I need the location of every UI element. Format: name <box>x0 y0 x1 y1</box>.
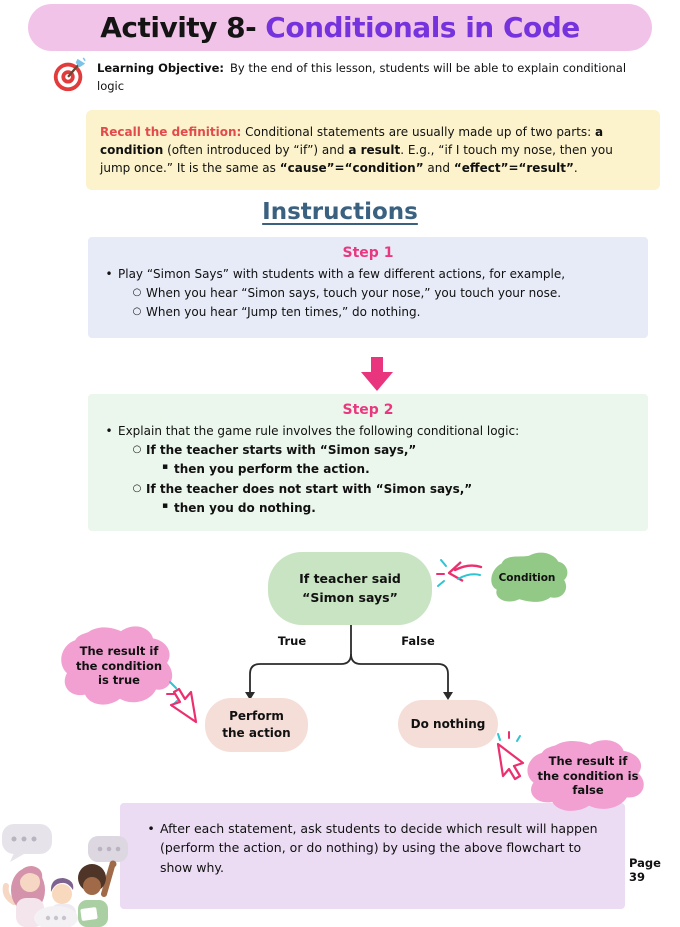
false-annotation-blob: The result if the condition is false <box>524 738 652 814</box>
target-icon <box>53 57 86 92</box>
recall-text: . E.g., “if I touch my nose, then you ju… <box>100 143 613 175</box>
step1-bullet: • Play “Simon Says” with students with a… <box>100 265 648 284</box>
recall-bold-result: a result <box>348 143 401 157</box>
recall-bold-cause: “cause”=“condition” <box>279 161 424 175</box>
instructions-heading: Instructions <box>262 199 418 225</box>
step1-label: Step 1 <box>342 245 394 261</box>
bullet-circle-icon: ○ <box>132 444 142 456</box>
learning-objective-text: Learning Objective:By the end of this le… <box>97 56 650 96</box>
bullet-square-icon: ▪ <box>161 462 169 473</box>
recall-bold-effect: “effect”=“result” <box>453 161 574 175</box>
bullet-square-icon: ▪ <box>161 500 169 511</box>
title-banner: Activity 8- Conditionals in Code <box>28 4 652 51</box>
closing-note: • After each statement, ask students to … <box>142 819 609 877</box>
down-arrow-icon <box>361 357 393 391</box>
step2-sub-bullet: ○ If the teacher does not start with “Si… <box>128 480 648 499</box>
step1-box: Step 1 • Play “Simon Says” with students… <box>88 237 648 338</box>
page-title-accent: Conditionals in Code <box>265 11 580 44</box>
bullet-circle-icon: ○ <box>132 287 142 299</box>
condition-tag: Condition <box>498 572 556 584</box>
sketch-arrow-icon <box>436 559 483 587</box>
blob-shape <box>61 626 173 705</box>
learning-objective: Learning Objective:By the end of this le… <box>50 56 650 96</box>
closing-note-box: • After each statement, ask students to … <box>120 803 625 909</box>
learning-objective-body: By the end of this lesson, students will… <box>97 61 627 93</box>
step2-bullet: • Explain that the game rule involves th… <box>100 422 648 441</box>
conditional-flowchart: If teacher said “Simon says” Condition T… <box>0 540 680 815</box>
blob-shape <box>491 552 568 602</box>
step2-sub-sub-bullet: ▪ then you perform the action. <box>156 460 648 479</box>
bullet-dot-icon: • <box>105 424 113 438</box>
recall-bold-condition: a condition <box>100 125 604 157</box>
step2-box: Step 2 • Explain that the game rule invo… <box>88 394 648 531</box>
page-title: Activity 8- <box>100 11 257 44</box>
true-result-node: Perform the action <box>205 698 308 752</box>
students-illustration <box>2 824 128 927</box>
recall-text: and <box>423 161 454 175</box>
step1-sub-bullet: ○ When you hear “Simon says, touch your … <box>128 284 648 303</box>
sketch-arrow-icon <box>496 731 525 781</box>
step1-sub-bullet: ○ When you hear “Jump ten times,” do not… <box>128 303 648 322</box>
bullet-dot-icon: • <box>147 821 155 836</box>
page-number: Page 39 <box>629 856 661 884</box>
sketch-arrow-icon <box>166 681 198 724</box>
recall-definition-box: Recall the definition: Conditional state… <box>86 110 660 190</box>
condition-tag-blob: Condition <box>486 550 568 606</box>
step2-label: Step 2 <box>342 402 394 418</box>
true-annotation: The result if the condition is true <box>75 643 163 688</box>
true-annotation-blob: The result if the condition is true <box>58 624 180 708</box>
branch-false-label: False <box>401 634 435 648</box>
branch-true-label: True <box>277 634 307 648</box>
learning-objective-label: Learning Objective: <box>97 61 225 75</box>
recall-text: . <box>573 161 578 175</box>
bullet-circle-icon: ○ <box>132 482 142 494</box>
recall-label: Recall the definition: <box>100 125 242 139</box>
false-annotation: The result if the condition is false <box>537 753 639 798</box>
blob-shape <box>527 740 644 811</box>
recall-text: (often introduced by “if”) and <box>163 143 349 157</box>
bullet-dot-icon: • <box>105 267 113 281</box>
condition-node: If teacher said “Simon says” <box>268 552 432 625</box>
step2-sub-sub-bullet: ▪ then you do nothing. <box>156 499 648 518</box>
bullet-circle-icon: ○ <box>132 306 142 318</box>
recall-text: Conditional statements are usually made … <box>241 125 596 139</box>
false-result-node: Do nothing <box>398 700 498 748</box>
step2-sub-bullet: ○ If the teacher starts with “Simon says… <box>128 441 648 460</box>
